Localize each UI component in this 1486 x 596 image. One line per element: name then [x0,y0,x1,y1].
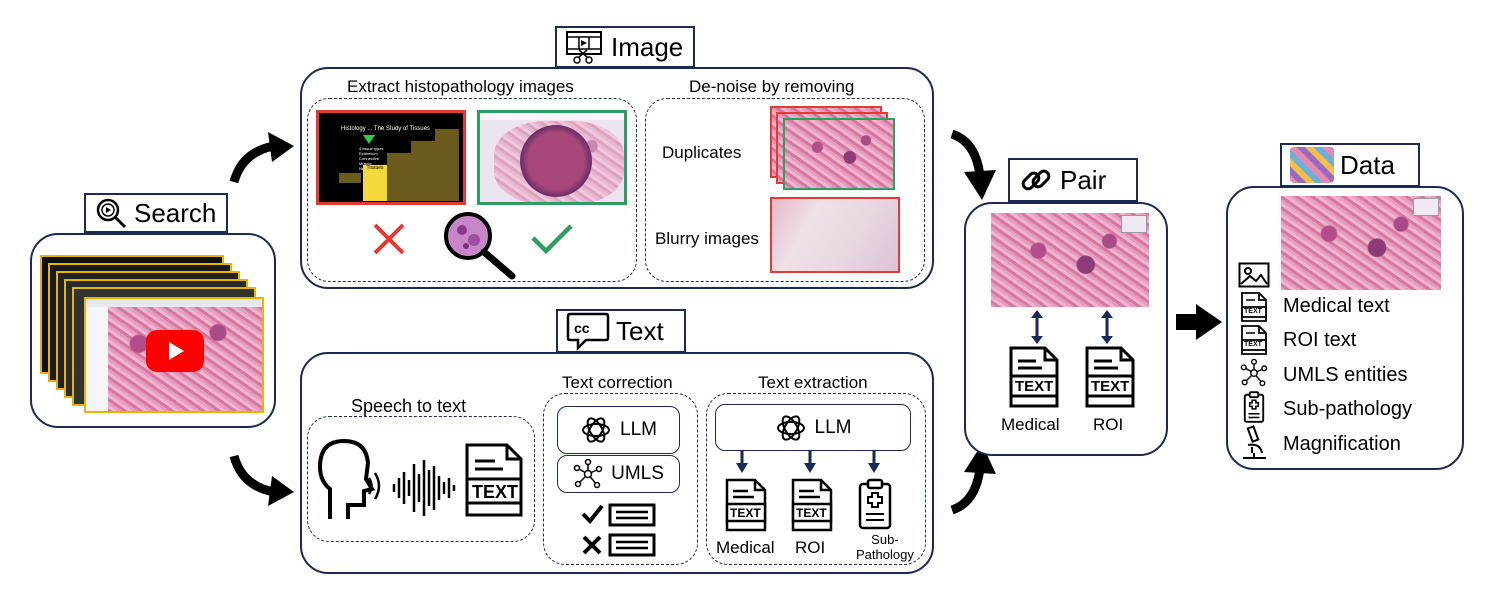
search-title: Search [134,197,217,228]
image-title: Image [611,31,684,62]
pair-medical-text-word: TEXT [1015,378,1054,395]
data-tab: Data [1280,143,1420,187]
extraction-llm-box: LLM [715,404,911,451]
extraction-medical-doc-icon: TEXT [724,478,768,532]
data-item-medical-text: Medical text [1283,295,1390,317]
sound-waves-icon [367,472,381,500]
extraction-label: Text extraction [758,373,868,392]
arrow-down-medical [736,451,748,473]
openai-logo-icon [776,414,805,441]
correction-label: Text correction [562,373,673,392]
data-item-sub-pathology: Sub-pathology [1283,398,1412,420]
slide-highlight: Tissues [363,165,387,201]
speaking-head-icon [317,438,376,519]
extraction-llm-label: LLM [814,416,852,438]
arrow-search-to-text [229,454,294,506]
search-tab: Search [84,193,228,233]
pair-histology-image [991,213,1149,307]
data-item-umls-entities: UMLS entities [1283,364,1408,386]
reject-cross-icon [373,223,405,255]
blurry-image [770,197,900,273]
speech-text-document-icon: TEXT [463,443,525,519]
extraction-subpanel [706,393,926,565]
film-scissors-icon [566,31,602,64]
pair-roi-doc-icon: TEXT [1084,346,1136,408]
text-title: Text [616,315,664,346]
video-stack [40,255,265,415]
arrow-down-roi [804,451,816,473]
extraction-subpathology-label: Sub- Pathology [856,532,914,562]
slide-arrow [363,135,375,144]
youtube-play-icon[interactable] [146,330,204,372]
correction-llm-box: LLM [557,406,680,454]
image-icon [1238,262,1270,288]
search-video-icon [96,198,127,229]
data-collage-icon [1290,147,1334,183]
magnifier-tissue-icon [444,212,516,280]
arrow-pair-to-data [1176,304,1222,340]
extraction-roi-label: ROI [795,538,826,557]
data-item-roi-text: ROI text [1283,329,1357,351]
image-tab: Image [555,26,695,68]
data-histology-image [1281,196,1441,290]
extraction-roi-text-word: TEXT [796,506,827,520]
text-tab: cc Text [556,309,686,353]
extract-label: Extract histopathology images [347,77,574,96]
slide-image-rejected: Histology ... The Study of Tissues 4 tis… [316,110,466,205]
pair-roi-label: ROI [1093,415,1124,434]
umls-network-icon [1240,358,1268,387]
pair-double-arrow-medical [1031,310,1043,344]
denoise-label: De-noise by removing [689,77,855,96]
speech-text-word: TEXT [472,482,519,502]
subpathology-clipboard-icon [1243,391,1265,423]
tissue-image-accepted [477,110,627,205]
pair-tab: Pair [1008,158,1138,202]
extraction-medical-label: Medical [716,538,775,557]
correction-umls-label: UMLS [611,463,664,484]
pair-medical-doc-icon: TEXT [1008,346,1060,408]
data-item-magnification: Magnification [1283,433,1401,455]
correction-subpanel [543,393,698,565]
accept-check-icon [531,224,573,255]
slide-title: Histology ... The Study of Tissues [341,126,430,132]
extraction-roi-doc-icon: TEXT [790,478,834,532]
pair-medical-label: Medical [1001,415,1060,434]
denoise-subpanel [645,98,925,282]
arrow-search-to-image [229,132,294,184]
speech-subpanel [307,416,535,542]
extract-subpanel [307,98,637,282]
checklist-icon [581,503,656,557]
svg-text:cc: cc [574,320,590,336]
clipboard-medical-icon [858,478,892,530]
microscope-icon [1243,425,1266,459]
duplicate-image-kept [783,118,895,190]
pair-double-arrow-roi [1101,310,1113,344]
medical-text-doc-icon: TEXT [1240,292,1268,322]
openai-logo-icon [582,417,611,443]
extraction-medical-text-word: TEXT [730,506,761,520]
arrow-down-subpathology [868,451,880,473]
speech-label: Speech to text [351,396,467,416]
audio-waveform-icon [392,460,456,516]
correction-umls-box: UMLS [557,455,680,493]
network-nodes-icon [573,458,603,489]
data-title: Data [1340,149,1395,180]
correction-llm-label: LLM [620,419,657,440]
roi-text-doc-icon: TEXT [1240,325,1268,355]
blurry-label: Blurry images [655,229,759,248]
arrow-text-to-pair [950,444,996,515]
arrow-image-to-pair [950,129,996,200]
pair-title: Pair [1060,164,1107,195]
duplicates-label: Duplicates [662,143,742,162]
closed-caption-icon: cc [566,312,610,352]
chain-link-icon [1021,169,1051,191]
pair-roi-text-word: TEXT [1091,378,1130,395]
